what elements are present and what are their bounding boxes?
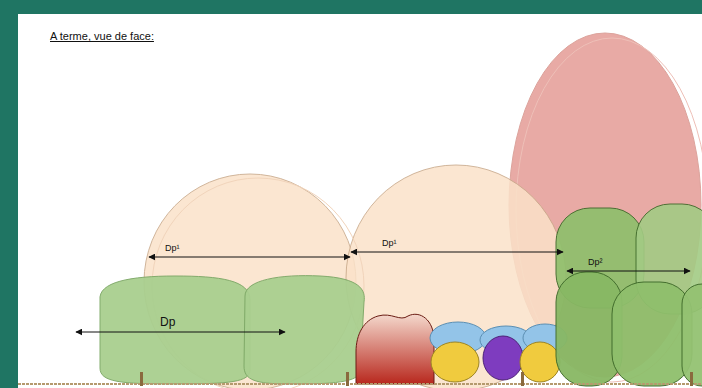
dimension-label: Dp²	[588, 258, 603, 268]
dimension-arrow	[76, 332, 285, 333]
ground-line	[18, 383, 702, 385]
shrub	[100, 276, 250, 384]
perennial	[520, 342, 560, 382]
dimension-arrow	[351, 252, 563, 253]
page-title: A terme, vue de face:	[50, 30, 154, 42]
dimension-arrow	[567, 271, 690, 272]
stake	[521, 372, 524, 386]
perennial	[483, 336, 523, 380]
shrub	[682, 284, 702, 386]
dimension-label: Dp	[160, 316, 175, 329]
stake	[140, 372, 143, 386]
red-shrub	[356, 314, 434, 384]
shrub	[612, 282, 692, 386]
stake	[690, 372, 693, 386]
shrub	[244, 276, 364, 384]
dimension-label: Dp¹	[165, 244, 180, 254]
perennial	[431, 342, 479, 382]
sheet	[18, 14, 702, 388]
stake	[346, 372, 349, 386]
dimension-label: Dp¹	[382, 239, 397, 249]
dimension-arrow	[149, 257, 350, 258]
tree-crown	[346, 165, 566, 388]
